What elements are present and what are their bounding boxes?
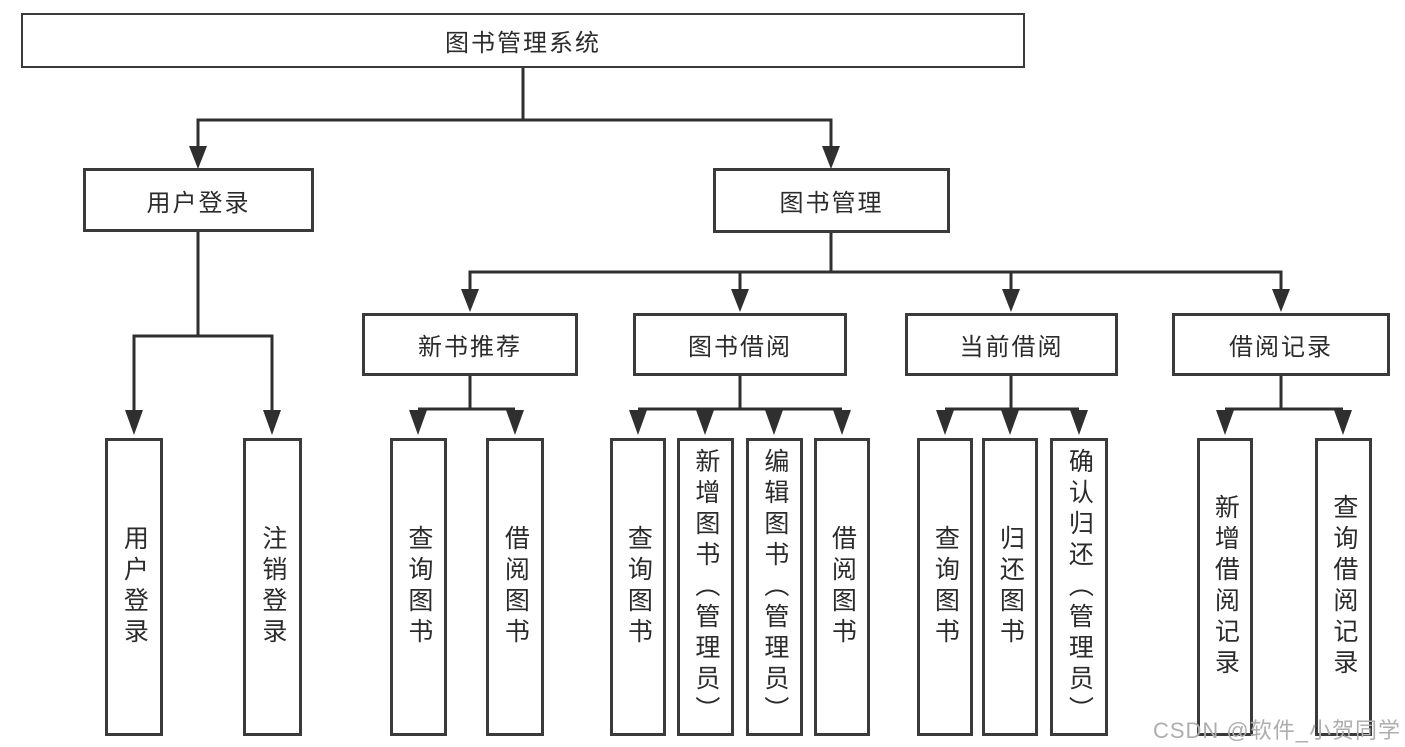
arrow-down-icon <box>696 410 714 435</box>
connector-userlogin-rail <box>132 334 274 411</box>
node-label: 查询图书 <box>931 525 960 649</box>
node-label: 借阅记录 <box>1229 334 1333 361</box>
node-label: 注销登录 <box>258 525 287 649</box>
leaf-edit-books-admin: 编辑图书（管理员） <box>746 438 803 736</box>
arrow-down-icon <box>461 289 479 312</box>
node-library-system: 图书管理系统 <box>21 13 1025 68</box>
arrow-down-icon <box>765 410 783 435</box>
leaf-add-borrow-record: 新增借阅记录 <box>1197 438 1253 736</box>
node-label: 用户登录 <box>120 525 149 649</box>
node-user-login: 用户登录 <box>83 168 314 232</box>
arrow-down-icon <box>1001 410 1019 435</box>
node-label: 图书管理 <box>779 190 884 217</box>
csdn-watermark: CSDN @软件_小贺同学 <box>1152 718 1401 743</box>
node-new-book-recommend: 新书推荐 <box>362 313 578 376</box>
node-label: 借阅图书 <box>828 525 857 649</box>
leaf-confirm-return-admin: 确认归还（管理员） <box>1050 438 1108 736</box>
connector-level2-rail <box>196 118 833 147</box>
connector-level3-rail <box>468 270 1283 290</box>
leaf-logout: 注销登录 <box>243 438 302 736</box>
node-label: 归还图书 <box>996 525 1025 649</box>
arrow-down-icon <box>1070 410 1088 435</box>
arrowheads <box>125 146 1352 435</box>
arrow-down-icon <box>263 410 281 435</box>
arrow-down-icon <box>833 410 851 435</box>
node-label: 查询借阅记录 <box>1329 494 1358 680</box>
node-label: 用户登录 <box>146 189 251 217</box>
arrow-down-icon <box>1272 289 1290 312</box>
leaf-borrow-books-recommend: 借阅图书 <box>486 438 544 736</box>
arrow-down-icon <box>936 410 954 435</box>
node-label: 图书管理系统 <box>445 30 601 57</box>
node-label: 确认归还（管理员） <box>1065 447 1094 727</box>
arrow-down-icon <box>506 410 524 435</box>
node-borrowing-records: 借阅记录 <box>1172 313 1390 376</box>
leaf-query-books-current: 查询图书 <box>917 438 973 736</box>
arrow-down-icon <box>125 410 143 435</box>
leaf-add-books-admin: 新增图书（管理员） <box>677 438 734 736</box>
leaf-query-books-borrowing: 查询图书 <box>610 438 666 736</box>
arrow-down-icon <box>189 146 207 169</box>
node-label: 当前借阅 <box>959 334 1064 361</box>
arrow-down-icon <box>822 146 840 169</box>
arrow-down-icon <box>1334 410 1352 435</box>
leaf-query-borrow-record: 查询借阅记录 <box>1315 438 1372 736</box>
node-current-borrowing: 当前借阅 <box>905 313 1118 376</box>
node-book-management: 图书管理 <box>713 168 950 233</box>
node-label: 图书借阅 <box>688 334 792 361</box>
node-label: 新增借阅记录 <box>1211 494 1240 680</box>
node-label: 编辑图书（管理员） <box>760 447 789 727</box>
leaf-return-books: 归还图书 <box>982 438 1038 736</box>
node-book-borrowing: 图书借阅 <box>633 313 847 376</box>
arrow-down-icon <box>731 289 749 312</box>
node-label: 借阅图书 <box>501 525 530 649</box>
arrow-down-icon <box>1002 289 1020 312</box>
leaf-query-books-recommend: 查询图书 <box>390 438 447 736</box>
arrow-down-icon <box>629 410 647 435</box>
leaf-user-login: 用户登录 <box>105 438 163 736</box>
leaf-borrow-books: 借阅图书 <box>814 438 870 736</box>
node-label: 新增图书（管理员） <box>691 447 720 727</box>
node-label: 查询图书 <box>404 525 433 649</box>
arrow-down-icon <box>409 410 427 435</box>
node-label: 查询图书 <box>624 525 653 649</box>
arrow-down-icon <box>1216 410 1234 435</box>
node-label: 新书推荐 <box>418 334 522 361</box>
